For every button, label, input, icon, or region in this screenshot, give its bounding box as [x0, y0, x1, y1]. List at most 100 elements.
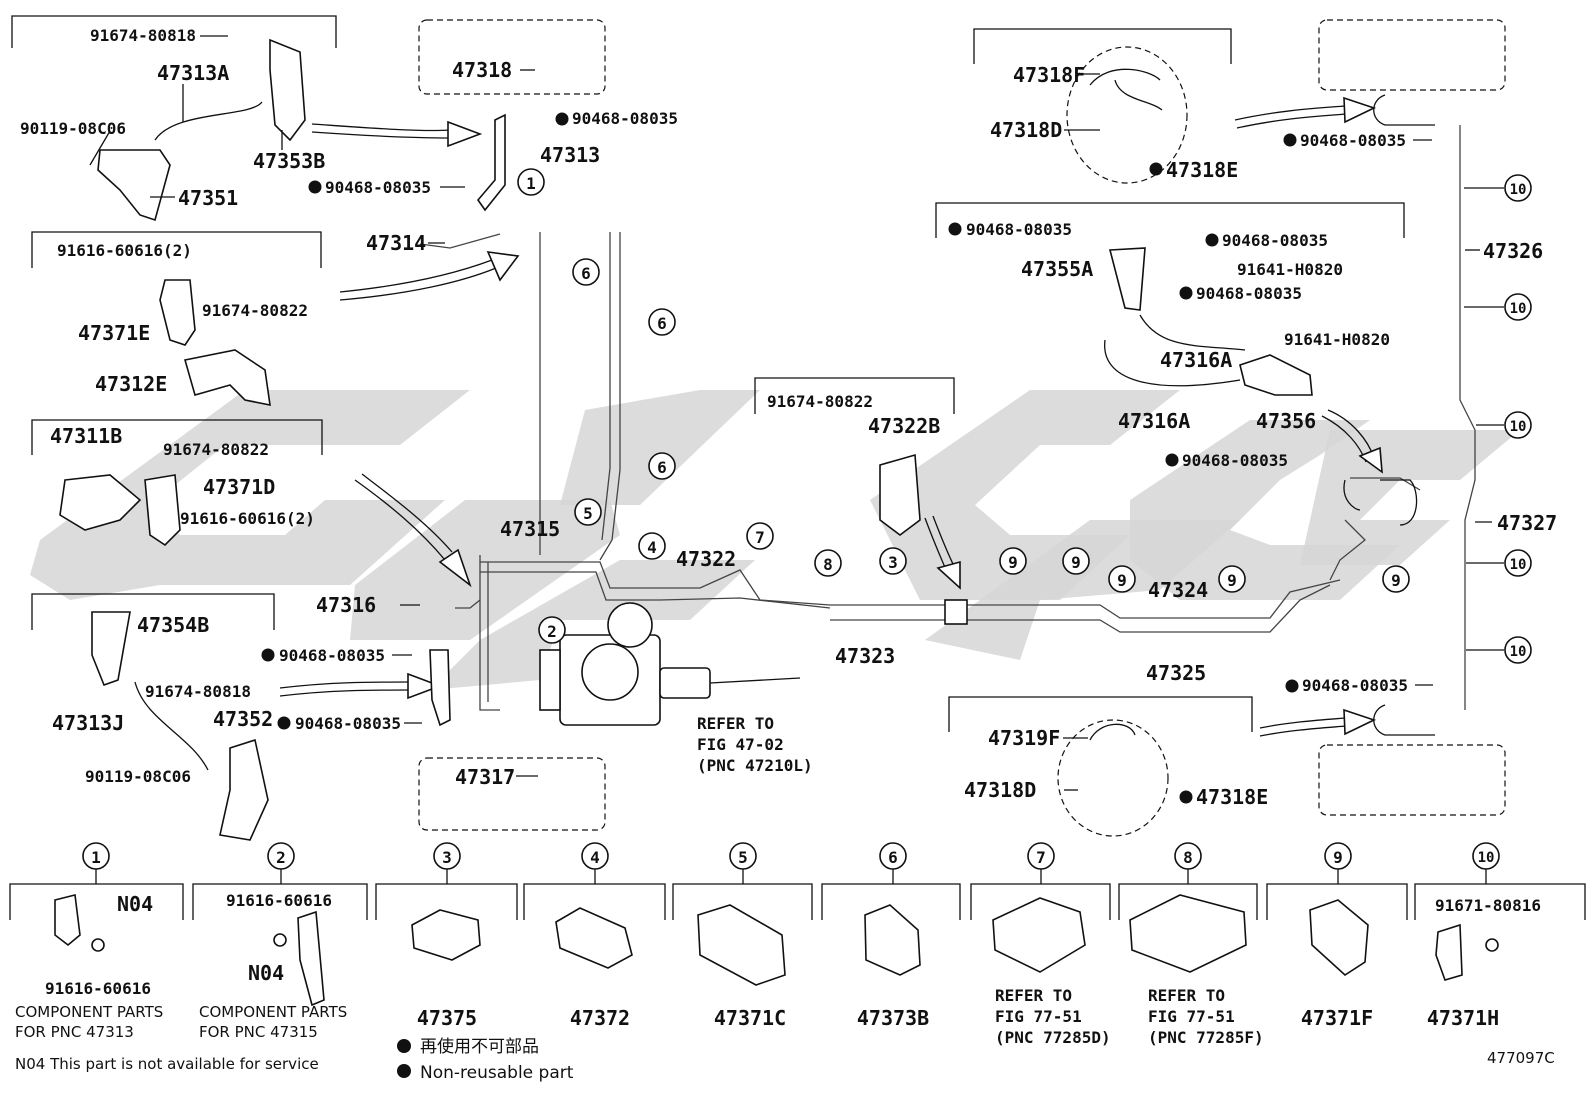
legend-cell-5: 5 47371C — [672, 842, 813, 1030]
svg-text:Non-reusable part: Non-reusable part — [420, 1063, 574, 1083]
callout-circles: 1 6 6 6 5 4 7 8 3 2 9 9 9 9 9 10 10 10 1… — [517, 168, 1532, 664]
legend-cell-1: 1 N04 91616-60616 COMPONENT PARTS FOR PN… — [9, 842, 184, 1041]
svg-text:REFER TO: REFER TO — [1148, 986, 1225, 1005]
label: 47318F — [1013, 63, 1085, 87]
label: 90468-08035 — [1222, 231, 1328, 250]
svg-text:47371C: 47371C — [714, 1006, 786, 1030]
callout-3: 3 — [879, 547, 907, 575]
svg-text:4: 4 — [590, 848, 600, 867]
label: 90119-08C06 — [20, 119, 126, 138]
svg-text:9: 9 — [1008, 553, 1018, 572]
label: 90468-08035 — [1302, 676, 1408, 695]
svg-text:1: 1 — [526, 174, 536, 193]
svg-text:(PNC 77285D): (PNC 77285D) — [995, 1028, 1111, 1047]
svg-text:47373B: 47373B — [857, 1006, 929, 1030]
svg-text:10: 10 — [1510, 557, 1527, 573]
svg-text:FOR PNC 47313: FOR PNC 47313 — [15, 1023, 134, 1041]
label: 47356 — [1256, 409, 1316, 433]
svg-text:5: 5 — [583, 504, 593, 523]
label: 47323 — [835, 644, 895, 668]
svg-text:47371H: 47371H — [1427, 1006, 1499, 1030]
svg-text:7: 7 — [1036, 848, 1046, 867]
label: 90119-08C06 — [85, 767, 191, 786]
label: 47316 — [316, 593, 376, 617]
svg-text:7: 7 — [755, 528, 765, 547]
legend-cell-2: 2 91616-60616 N04 COMPONENT PARTS FOR PN… — [192, 842, 368, 1041]
label: 47326 — [1483, 239, 1543, 263]
label: 47371D — [203, 475, 275, 499]
svg-text:6: 6 — [657, 314, 667, 333]
svg-text:6: 6 — [657, 458, 667, 477]
label: 90468-08035 — [279, 646, 385, 665]
svg-text:10: 10 — [1510, 419, 1527, 435]
svg-text:8: 8 — [823, 555, 833, 574]
callout-10d: 10 — [1504, 549, 1532, 577]
diagram-id: 477097C — [1487, 1049, 1555, 1067]
svg-text:3: 3 — [442, 848, 452, 867]
callout-9a: 9 — [999, 547, 1027, 575]
label: 47312E — [95, 372, 167, 396]
svg-text:COMPONENT PARTS: COMPONENT PARTS — [15, 1003, 163, 1021]
callout-6b: 6 — [648, 308, 676, 336]
callout-10a: 10 — [1504, 174, 1532, 202]
label: 47324 — [1148, 578, 1208, 602]
svg-text:91616-60616: 91616-60616 — [45, 979, 151, 998]
callout-5: 5 — [574, 498, 602, 526]
label: 91674-80818 — [145, 682, 251, 701]
svg-text:1: 1 — [91, 848, 101, 867]
label: 47325 — [1146, 661, 1206, 685]
label: 47351 — [178, 186, 238, 210]
label: 90468-08035 — [295, 714, 401, 733]
svg-text:COMPONENT PARTS: COMPONENT PARTS — [199, 1003, 347, 1021]
label: 47322 — [676, 547, 736, 571]
label: 47313 — [540, 143, 600, 167]
label: 47319F — [988, 726, 1060, 750]
label: 91641-H0820 — [1237, 260, 1343, 279]
svg-text:(PNC 77285F): (PNC 77285F) — [1148, 1028, 1264, 1047]
svg-text:FIG 77-51: FIG 77-51 — [995, 1007, 1082, 1026]
label: 47317 — [455, 765, 515, 789]
leader-lines — [89, 35, 1504, 791]
svg-text:47375: 47375 — [417, 1006, 477, 1030]
label: (PNC 47210L) — [697, 756, 813, 775]
legend-cell-3: 3 47375 — [375, 842, 518, 1030]
label: 47316A — [1118, 409, 1190, 433]
label: 47313A — [157, 61, 229, 85]
label: REFER TO — [697, 714, 774, 733]
label: 47315 — [500, 517, 560, 541]
brake-tubes — [419, 125, 1476, 711]
label: 91674-80822 — [767, 392, 873, 411]
callout-2: 2 — [538, 616, 566, 644]
svg-text:10: 10 — [1510, 182, 1527, 198]
svg-text:FIG 77-51: FIG 77-51 — [1148, 1007, 1235, 1026]
svg-text:6: 6 — [581, 264, 591, 283]
label: 90468-08035 — [1182, 451, 1288, 470]
legend-cell-8: 8 REFER TO FIG 77-51 (PNC 77285F) — [1118, 842, 1264, 1047]
callout-1: 1 — [517, 168, 545, 196]
legend-cell-6: 6 47373B — [821, 842, 961, 1030]
svg-text:47372: 47372 — [570, 1006, 630, 1030]
svg-text:9: 9 — [1227, 571, 1237, 590]
label: 91674-80822 — [202, 301, 308, 320]
label: 91674-80818 — [90, 26, 196, 45]
label: 47318D — [990, 118, 1062, 142]
label: 47318D — [964, 778, 1036, 802]
svg-text:91671-80816: 91671-80816 — [1435, 896, 1541, 915]
svg-text:2: 2 — [276, 848, 286, 867]
label: 47318E — [1196, 785, 1268, 809]
svg-text:6: 6 — [888, 848, 898, 867]
svg-text:N04: N04 — [117, 892, 153, 916]
label: 90468-08035 — [1300, 131, 1406, 150]
label: 91616-60616(2) — [57, 241, 192, 260]
svg-text:47371F: 47371F — [1301, 1006, 1373, 1030]
label: 47354B — [137, 613, 209, 637]
label: 47371E — [78, 321, 150, 345]
label: 91616-60616(2) — [180, 509, 315, 528]
callout-10e: 10 — [1504, 636, 1532, 664]
callout-9b: 9 — [1062, 547, 1090, 575]
svg-text:3: 3 — [888, 553, 898, 572]
callout-6a: 6 — [572, 258, 600, 286]
label: 47352 — [213, 707, 273, 731]
callout-7: 7 — [746, 522, 774, 550]
